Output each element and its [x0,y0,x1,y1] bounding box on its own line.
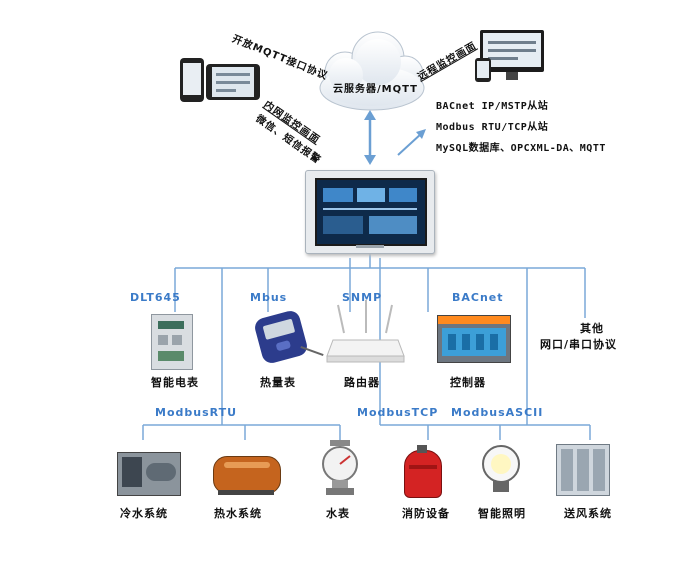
gateway-screen [315,178,427,246]
device-label-router: 路由器 [344,376,380,389]
chiller-icon [117,452,181,496]
protocol-modbus-ascii: ModbusASCII [451,406,544,419]
tablet-icon [206,64,260,100]
device-label-lighting: 智能照明 [478,507,526,520]
gateway-hmi [305,170,435,254]
device-label-water-meter: 水表 [326,507,350,520]
protocol-dlt645: DLT645 [130,291,181,304]
device-label-fire: 消防设备 [402,507,450,520]
protocol-modbus-tcp: ModbusTCP [357,406,439,419]
uplink-protocol-3: MySQL数据库、OPCXML-DA、MQTT [436,143,606,154]
device-label-ventilation: 送风系统 [564,507,612,520]
protocol-modbus-rtu: ModbusRTU [155,406,238,419]
protocol-bacnet: BACnet [452,291,504,304]
monitor-stand [506,72,518,80]
device-label-smart-meter: 智能电表 [151,376,199,389]
uplink-protocol-1: BACnet IP/MSTP从站 [436,101,549,112]
device-label-controller: 控制器 [450,376,486,389]
uplink-protocol-2: Modbus RTU/TCP从站 [436,122,549,133]
phone-icon [180,58,204,102]
device-label-boiler: 热水系统 [214,507,262,520]
protocol-snmp: SNMP [342,291,383,304]
protocol-other-line1: 其他 [580,322,604,335]
protocol-other-line2: 网口/串口协议 [540,338,618,351]
fire-equipment-icon [404,445,442,498]
smart-meter-icon [151,314,193,370]
controller-icon [437,315,511,363]
device-label-heat-meter: 热量表 [260,376,296,389]
device-label-chiller: 冷水系统 [120,507,168,520]
cloud-label: 云服务器/MQTT [333,84,418,95]
ventilation-icon [556,444,610,496]
boiler-base [218,490,274,495]
protocol-mbus: Mbus [250,291,288,304]
phone-icon-right [475,58,491,82]
